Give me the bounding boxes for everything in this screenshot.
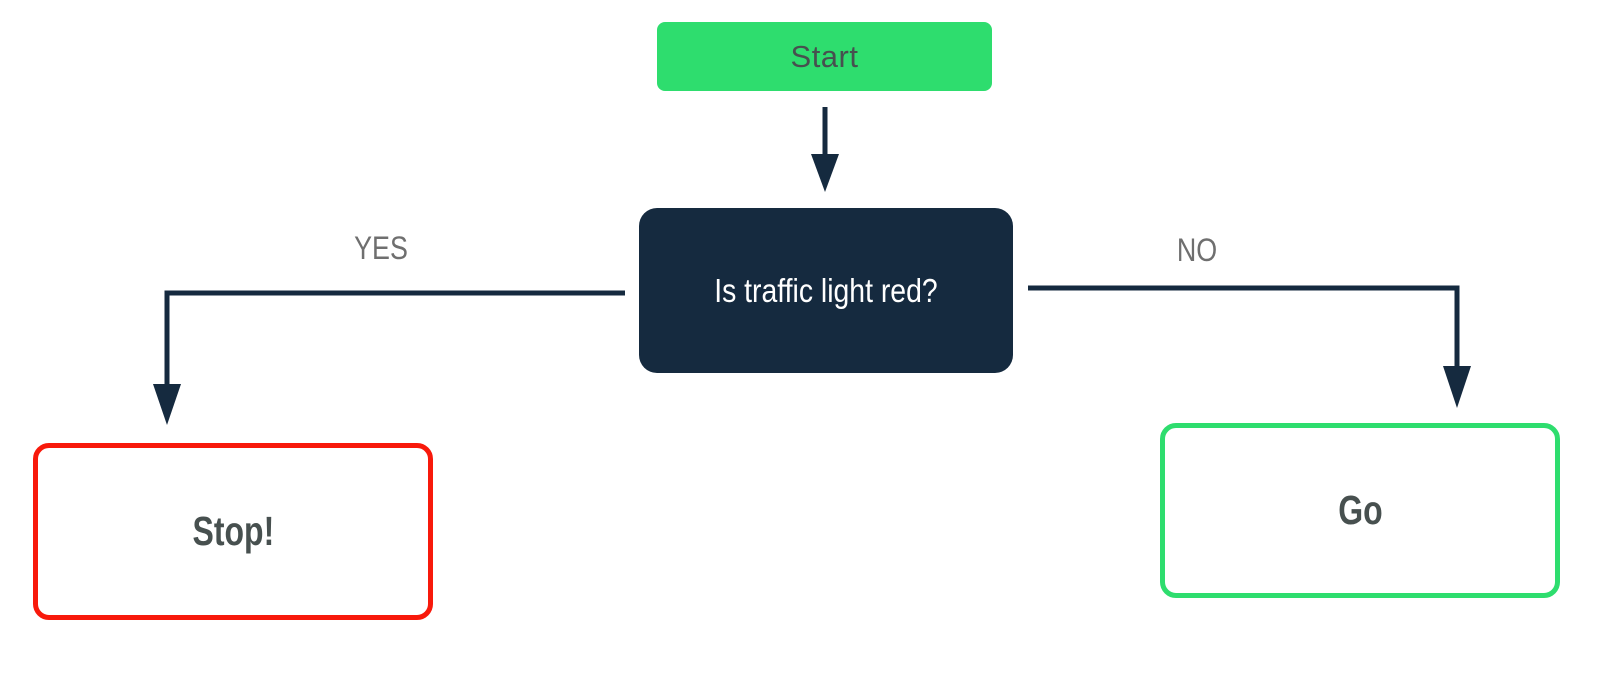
arrowhead-down-icon (153, 384, 181, 425)
decision-node: Is traffic light red? (639, 208, 1013, 373)
arrowhead-down-icon (1443, 366, 1471, 408)
arrow-elbow-line (1028, 285, 1460, 370)
go-node: Go (1160, 423, 1560, 598)
flow-arrow-yes-branch (153, 290, 625, 425)
stop-node: Stop! (33, 443, 433, 620)
arrow-elbow-line (164, 290, 625, 388)
flow-arrow-start-to-decision (811, 107, 839, 192)
flow-arrow-no-branch (1028, 285, 1471, 408)
start-node-label: Start (790, 38, 859, 74)
arrowhead-down-icon (811, 154, 839, 192)
no-edge-label: NO (1176, 232, 1218, 268)
start-node: Start (657, 22, 992, 91)
go-node-label: Go (1337, 487, 1383, 533)
yes-edge-label: YES (354, 230, 408, 266)
decision-node-label: Is traffic light red? (714, 271, 938, 309)
stop-node-label: Stop! (192, 508, 274, 554)
